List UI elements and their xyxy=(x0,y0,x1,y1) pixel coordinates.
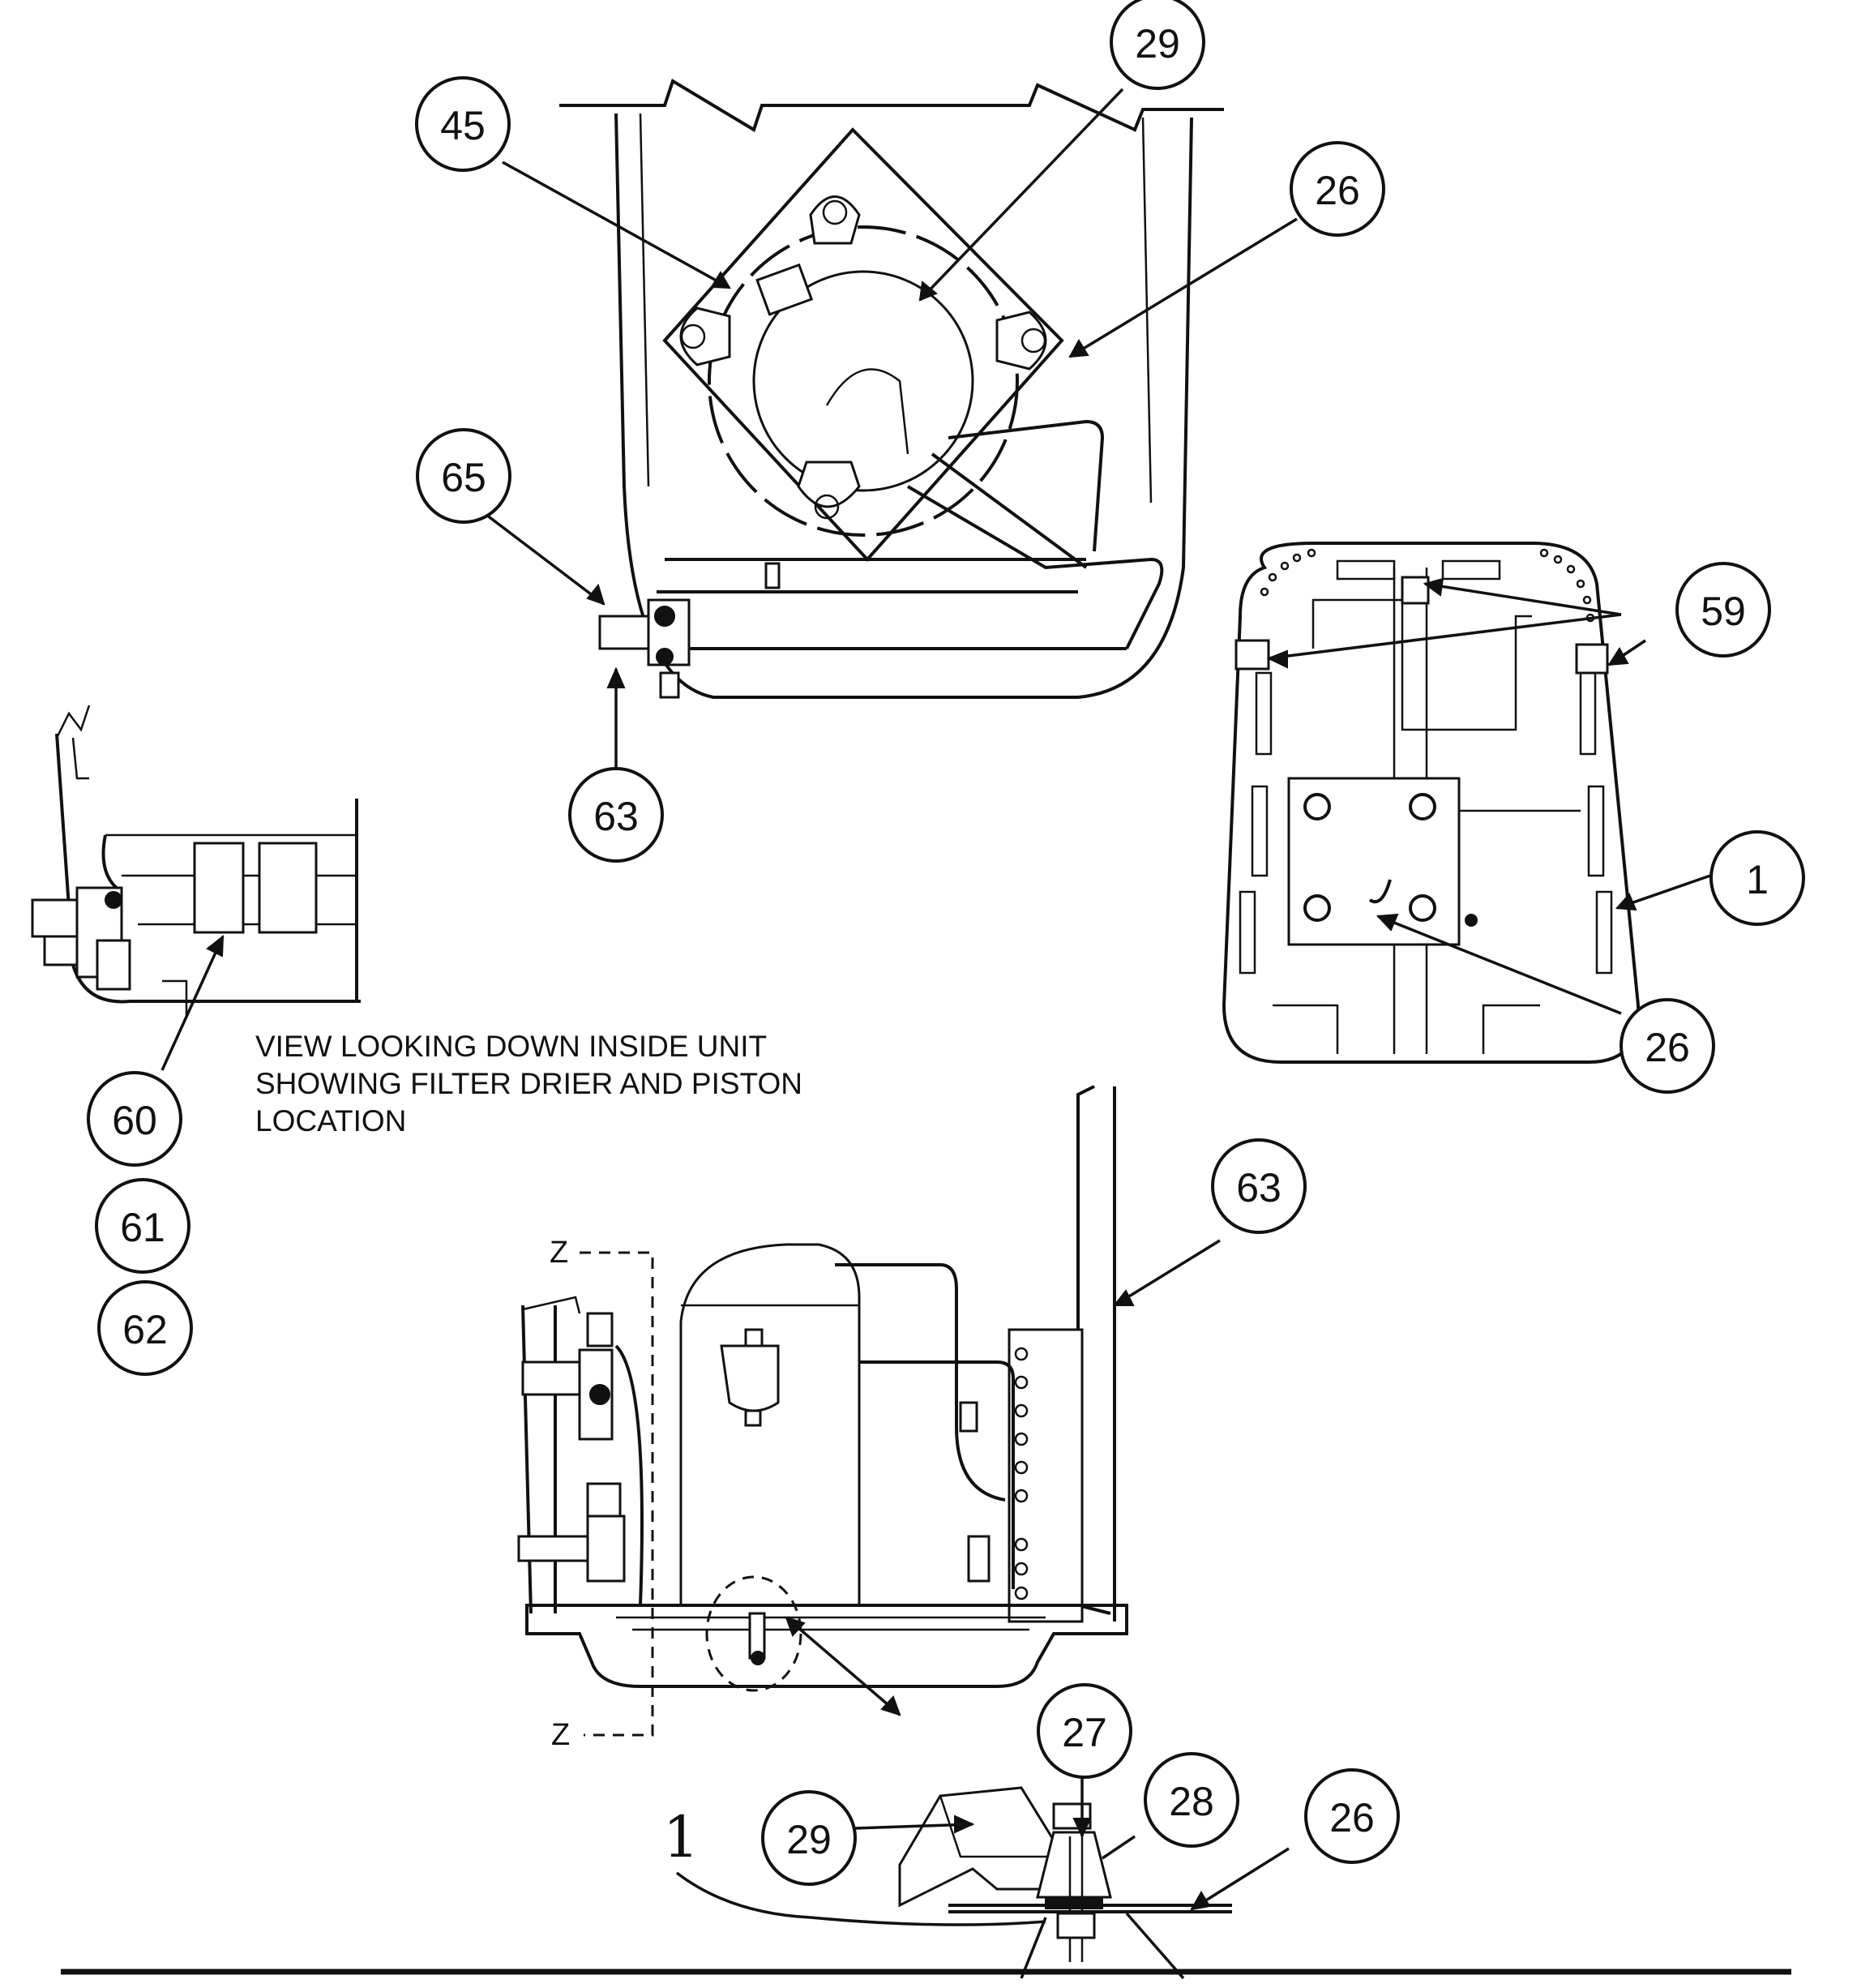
callout-45: 45 xyxy=(415,76,511,172)
caption-line-1: VIEW LOOKING DOWN INSIDE UNIT xyxy=(255,1030,768,1063)
callout-63-mid: 63 xyxy=(1211,1138,1307,1234)
base-pan-view xyxy=(1222,542,1641,1064)
section-label-z-bottom: Z xyxy=(551,1718,570,1752)
handwritten-part-mark: 1 xyxy=(663,1804,700,1870)
callout-26-top-label: 26 xyxy=(1315,168,1360,213)
callout-1: 1 xyxy=(1709,830,1805,926)
callout-62: 62 xyxy=(97,1280,193,1376)
callout-29-bottom: 29 xyxy=(761,1790,857,1886)
callout-63-top-label: 63 xyxy=(593,794,639,839)
callout-27: 27 xyxy=(1037,1683,1132,1779)
callout-65-label: 65 xyxy=(441,455,486,500)
callout-26-bottom: 26 xyxy=(1304,1768,1400,1864)
callout-60: 60 xyxy=(87,1071,182,1167)
callout-65: 65 xyxy=(416,428,511,524)
callout-29-top: 29 xyxy=(1110,0,1205,90)
service-valves-top-view xyxy=(598,598,691,699)
callout-60-label: 60 xyxy=(112,1098,157,1143)
caption-line-2: SHOWING FILTER DRIER AND PISTON xyxy=(255,1067,802,1100)
callout-26-top: 26 xyxy=(1290,141,1385,237)
callout-45-label: 45 xyxy=(440,103,486,148)
callout-29-bottom-label: 29 xyxy=(786,1817,832,1862)
side-view-compressor: Z Z xyxy=(517,1085,1128,1752)
top-view-compressor-compartment xyxy=(559,79,1224,699)
callout-28-label: 28 xyxy=(1169,1779,1214,1824)
callout-1-label: 1 xyxy=(1746,857,1769,902)
callout-61-label: 61 xyxy=(120,1205,165,1250)
callout-59: 59 xyxy=(1675,562,1771,658)
caption-line-3: LOCATION xyxy=(255,1104,407,1138)
callout-29-top-label: 29 xyxy=(1135,21,1180,66)
leader-arrowheads xyxy=(206,271,1637,1911)
callout-59-label: 59 xyxy=(1701,589,1746,634)
filter-drier-detail-view xyxy=(31,705,361,1018)
compressor-mounting-feet xyxy=(679,195,1047,520)
callout-26-bottom-label: 26 xyxy=(1329,1795,1375,1840)
detail-view-caption: VIEW LOOKING DOWN INSIDE UNIT SHOWING FI… xyxy=(255,1028,802,1140)
perimeter-holes xyxy=(1260,548,1595,623)
callout-63-mid-label: 63 xyxy=(1236,1165,1282,1210)
callout-27-label: 27 xyxy=(1062,1710,1107,1755)
callout-26-mid-label: 26 xyxy=(1645,1025,1690,1070)
callout-28: 28 xyxy=(1144,1752,1239,1848)
callout-26-mid: 26 xyxy=(1620,998,1715,1094)
callout-62-label: 62 xyxy=(122,1307,168,1352)
callout-61: 61 xyxy=(95,1178,190,1274)
callout-63-top: 63 xyxy=(568,767,664,863)
section-label-z-top: Z xyxy=(550,1236,568,1270)
